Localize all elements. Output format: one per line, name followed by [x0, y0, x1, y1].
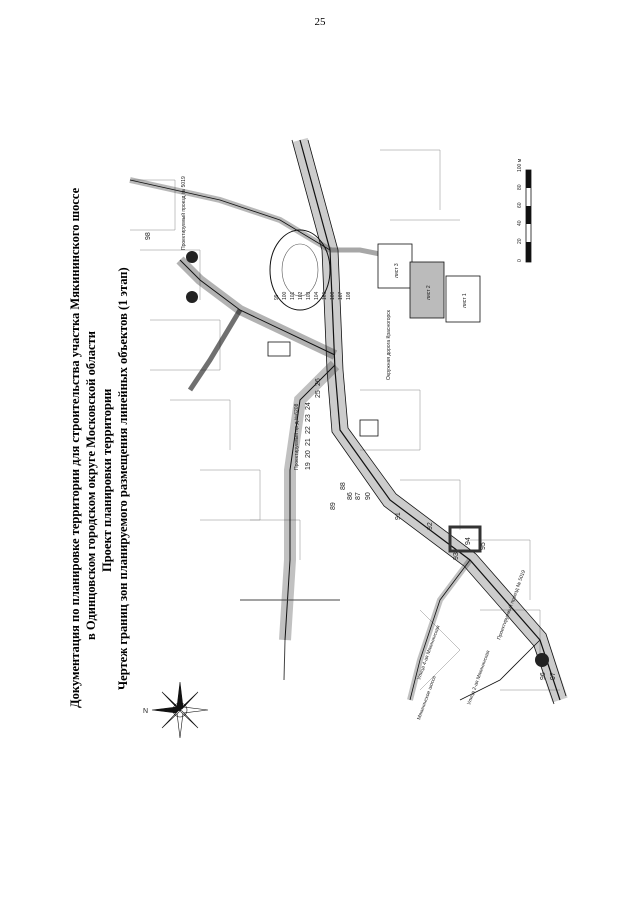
zone-labels: 19 20 21 22 23 24 25 26 86 87 88 89 90 9…: [145, 232, 557, 680]
building: [267, 341, 291, 357]
road-label: Мякининское шоссе: [416, 675, 438, 721]
zone-number: 100: [282, 291, 288, 300]
road-label: Окружная дорога Красногорск: [386, 309, 392, 380]
secondary-road: [240, 360, 340, 681]
scale-tick: 40: [517, 220, 523, 226]
zone-number: 104: [314, 291, 320, 300]
sheet-index: лист 3 лист 2 лист 1: [377, 243, 481, 323]
road-label: Улица 2-ая Мякининская: [466, 649, 491, 705]
zone-number: 101: [290, 291, 296, 300]
zone-number: 99: [274, 294, 280, 300]
zone-number: 21: [305, 438, 312, 446]
zone-number: 91: [395, 512, 402, 520]
zone-number: 107: [338, 291, 344, 300]
sheet-2-box: [409, 261, 445, 319]
upper-road: [129, 177, 338, 392]
zone-number: 22: [305, 426, 312, 434]
zone-number: 90: [365, 492, 372, 500]
scale-bar: 0 20 40 60 80 100 м: [517, 158, 532, 263]
zone-number: 93: [453, 552, 460, 560]
scale-tick: 80: [517, 184, 523, 190]
zone-number: 88: [340, 482, 347, 490]
scale-tick: 0: [517, 259, 523, 262]
zone-94-boundary: [448, 525, 482, 553]
zone-number: 98: [145, 232, 152, 240]
compass-rose-icon: N: [143, 681, 209, 739]
compass-north-label: N: [143, 708, 148, 715]
zone-number: 102: [298, 291, 304, 300]
zone-number: 87: [355, 492, 362, 500]
zone-number: 106: [330, 291, 336, 300]
sheet-3-box: [377, 243, 413, 289]
sheet-1-box: [445, 275, 481, 323]
zone-number: 103: [306, 291, 312, 300]
marker-circle: [186, 291, 198, 303]
scale-tick: 100 м: [517, 158, 523, 172]
zone-number: 24: [305, 402, 312, 410]
main-road: [291, 137, 568, 705]
zone-number: 89: [330, 502, 337, 510]
zone-number: 105: [322, 291, 328, 300]
marker-circle: [535, 653, 549, 667]
zone-number: 86: [347, 492, 354, 500]
page-number: 25: [314, 16, 326, 28]
zone-number: 95: [480, 542, 487, 550]
zone-number: 108: [346, 291, 352, 300]
road-label: Проектируемый проезд № 5019: [180, 176, 187, 250]
zone-number: 25: [315, 390, 322, 398]
lower-roads: [407, 558, 541, 701]
zone-number: 23: [305, 414, 312, 422]
sheet-1-label: лист 1: [462, 293, 468, 308]
road-label: Проектируемый пр-д №6208: [293, 403, 300, 470]
sheet-3-label: лист 3: [394, 263, 400, 278]
zone-number: 94: [465, 537, 472, 545]
zone-number: 96: [540, 672, 547, 680]
parcel-grid: [130, 149, 560, 691]
zone-number: 19: [305, 462, 312, 470]
sheet-2-label: лист 2: [426, 285, 432, 300]
zone-number: 26: [315, 378, 322, 386]
zone-number: 20: [305, 450, 312, 458]
scale-tick: 60: [517, 202, 523, 208]
zone-number: 97: [550, 672, 557, 680]
scale-tick: 20: [517, 238, 523, 244]
zone-number: 92: [427, 522, 434, 530]
marker-circle: [186, 251, 198, 263]
building: [359, 419, 379, 437]
